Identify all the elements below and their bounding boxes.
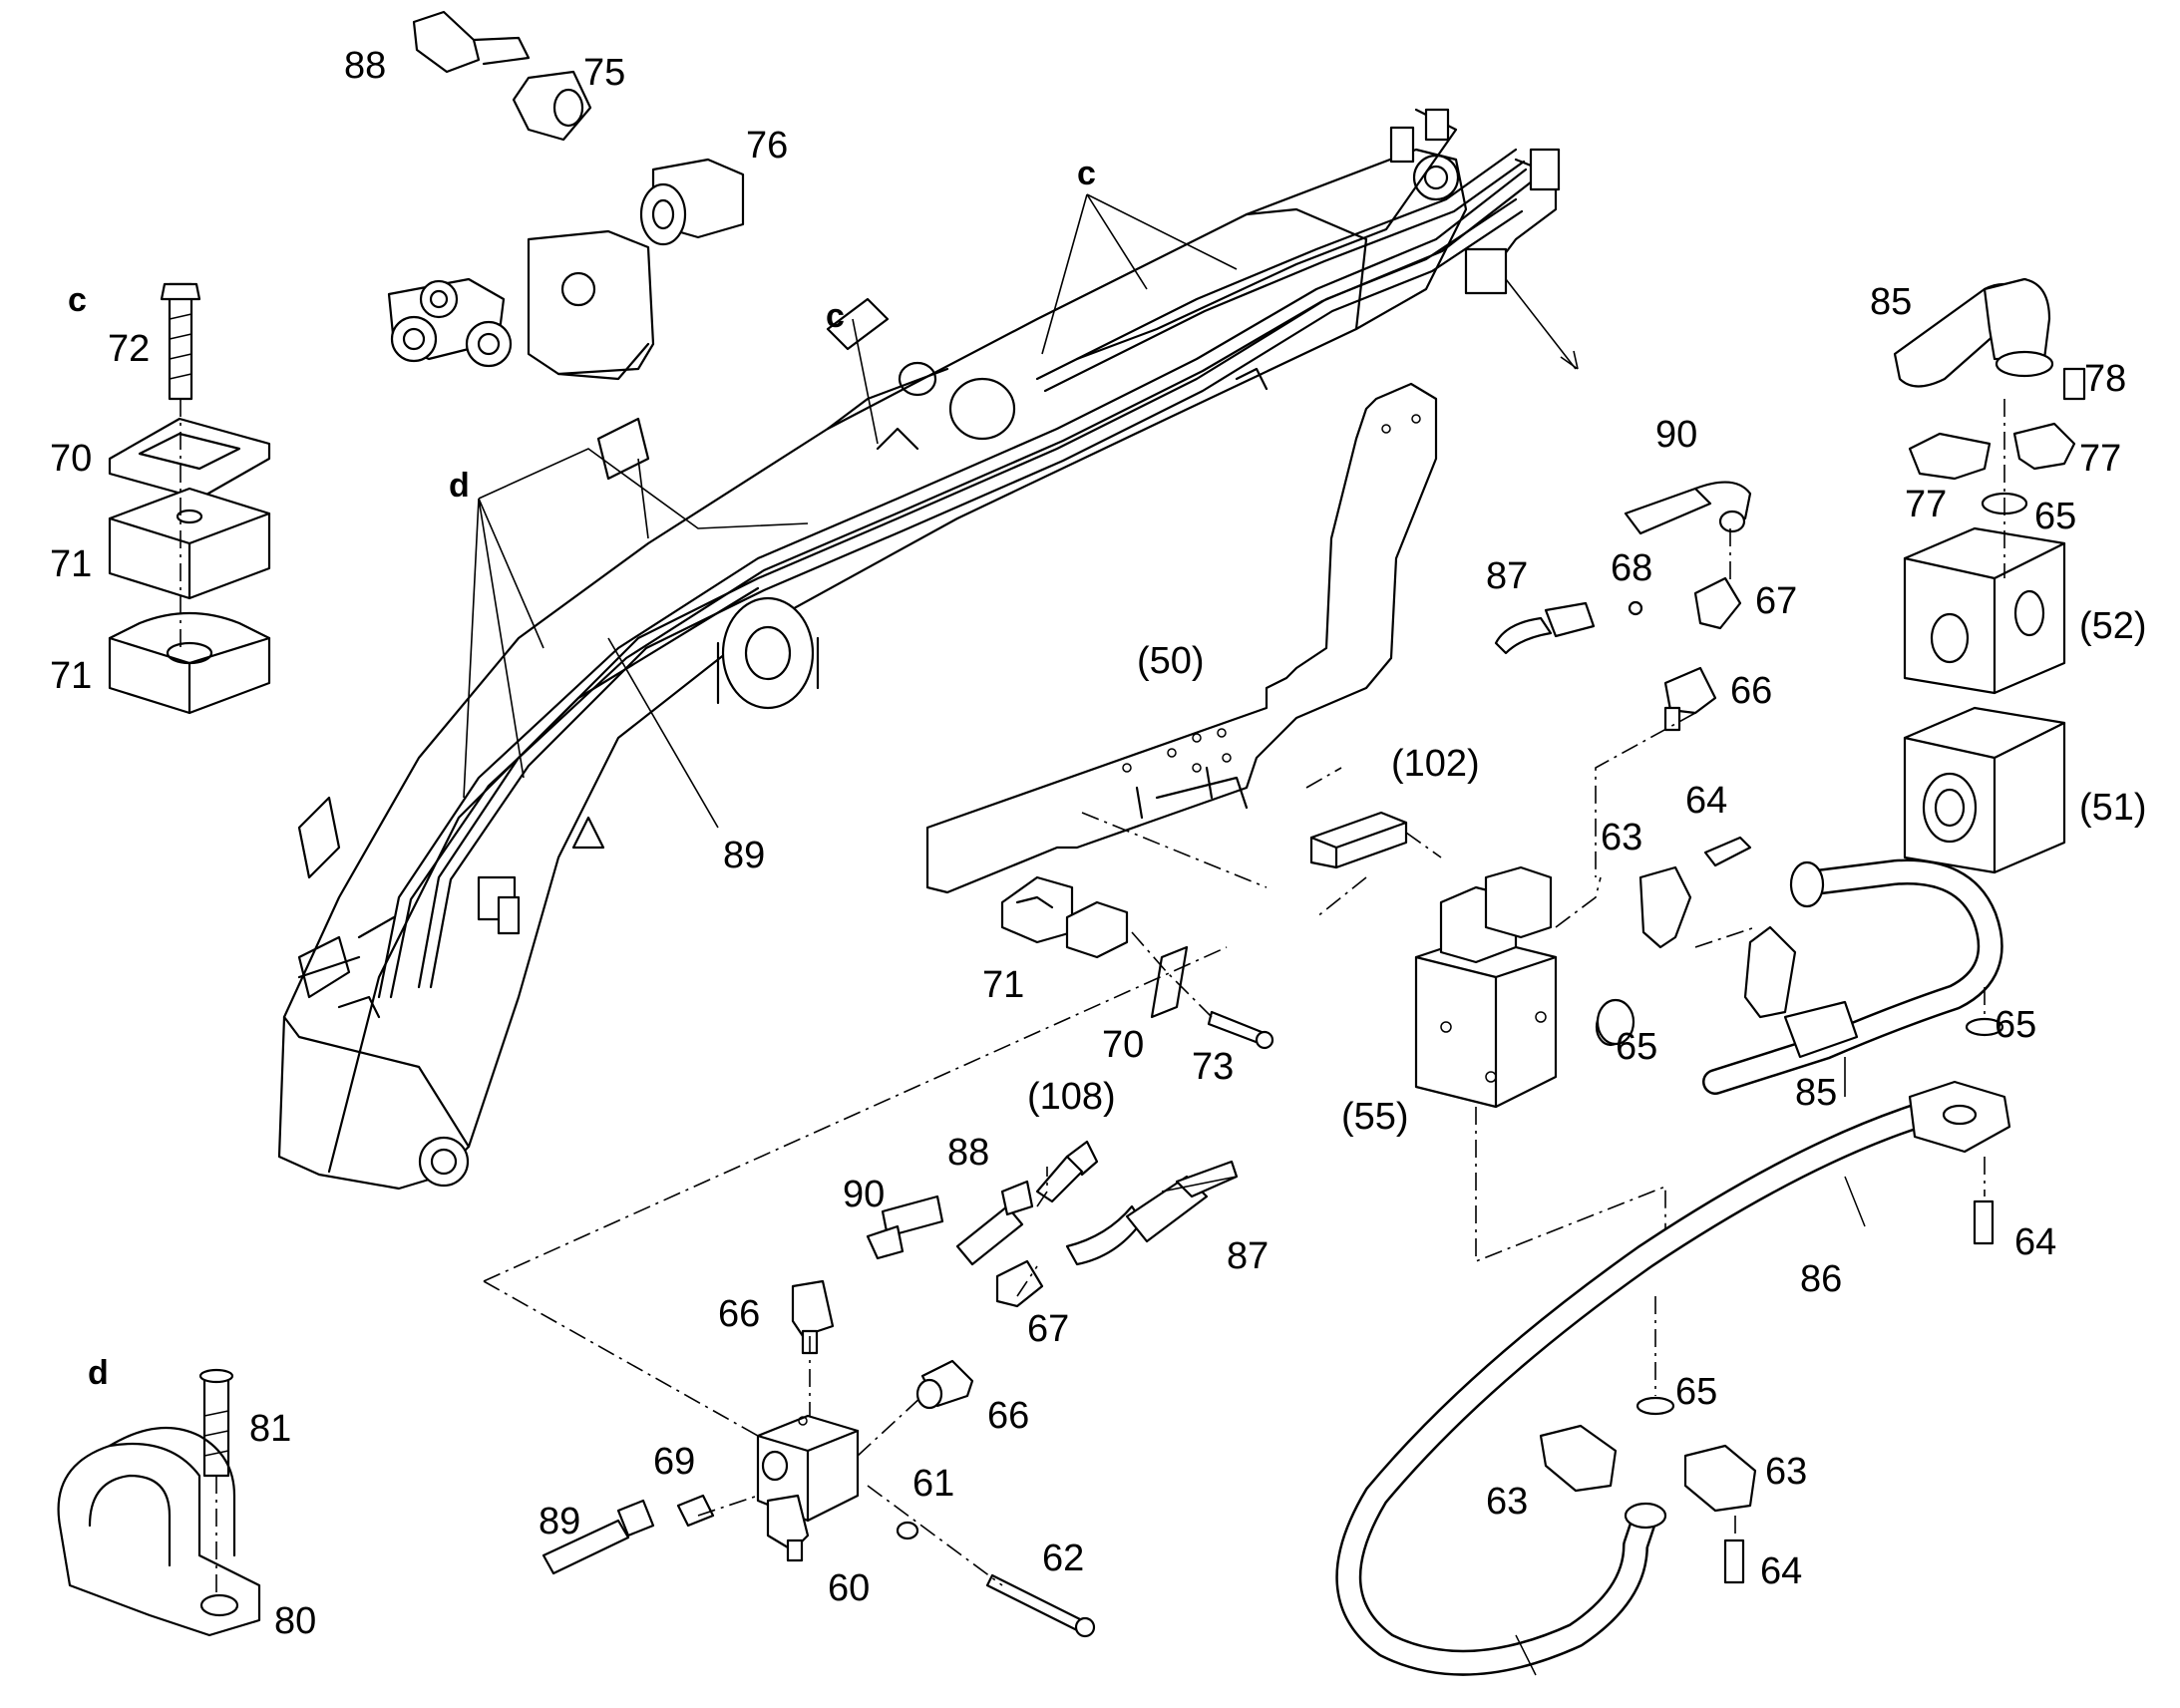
callout-60: 60 bbox=[828, 1567, 870, 1609]
callout-81: 81 bbox=[249, 1408, 291, 1450]
hose-86 bbox=[1335, 1080, 2011, 1676]
callout-90-bottom: 90 bbox=[843, 1174, 885, 1215]
callout-50: (50) bbox=[1137, 640, 1205, 682]
callout-labels: 88 75 76 c c c 72 70 71 71 d 89 85 78 77… bbox=[50, 45, 2147, 1642]
callout-89-boom: 89 bbox=[723, 835, 765, 876]
callout-64-mid: 64 bbox=[1685, 780, 1727, 822]
callout-67-bottom: 67 bbox=[1027, 1308, 1069, 1350]
flange-85-assembly bbox=[1596, 836, 2004, 1095]
callout-63-mid: 63 bbox=[1601, 817, 1642, 858]
callout-64-bottom: 64 bbox=[1760, 1550, 1802, 1592]
bracket-50 bbox=[925, 382, 1438, 894]
callout-76: 76 bbox=[746, 125, 788, 167]
callout-73: 73 bbox=[1192, 1046, 1234, 1088]
callout-c-mid: c bbox=[826, 297, 845, 335]
leader-lines bbox=[463, 193, 1846, 1193]
callout-89-bottom: 89 bbox=[539, 1501, 580, 1542]
callout-77-right: 77 bbox=[2079, 438, 2121, 480]
callout-65-top: 65 bbox=[2034, 496, 2076, 537]
plate-102 bbox=[1309, 811, 1442, 918]
callout-88-bottom: 88 bbox=[947, 1132, 989, 1174]
callout-88-top: 88 bbox=[344, 45, 386, 87]
callout-68: 68 bbox=[1611, 547, 1652, 589]
callout-85-top: 85 bbox=[1870, 281, 1912, 323]
callout-75: 75 bbox=[583, 52, 625, 94]
callout-52: (52) bbox=[2079, 605, 2147, 647]
callout-90-mid: 90 bbox=[1655, 414, 1697, 456]
callout-67-mid: 67 bbox=[1755, 580, 1797, 622]
clamp-center bbox=[1000, 875, 1274, 1050]
right-upper-assembly bbox=[1893, 277, 2086, 874]
callout-77-left: 77 bbox=[1905, 484, 1947, 525]
callout-65-right: 65 bbox=[1995, 1004, 2036, 1046]
callout-51: (51) bbox=[2079, 787, 2147, 829]
boom-arm bbox=[277, 108, 1561, 1191]
callout-61: 61 bbox=[912, 1463, 954, 1505]
callout-78: 78 bbox=[2084, 358, 2126, 400]
callout-72: 72 bbox=[108, 328, 150, 370]
callout-87-bottom: 87 bbox=[1227, 1235, 1269, 1277]
callout-c-top: c bbox=[1077, 155, 1096, 192]
callout-71-left-b: 71 bbox=[50, 655, 92, 697]
callout-70-center: 70 bbox=[1102, 1024, 1144, 1066]
callout-62: 62 bbox=[1042, 1537, 1084, 1579]
callout-c-left: c bbox=[68, 281, 87, 319]
callout-80: 80 bbox=[274, 1600, 316, 1642]
callout-65-block: 65 bbox=[1616, 1026, 1657, 1068]
callout-d-boom: d bbox=[449, 467, 470, 505]
callout-85-hose: 85 bbox=[1795, 1072, 1837, 1114]
callout-70-left: 70 bbox=[50, 438, 92, 480]
fittings-mid-right bbox=[1494, 481, 1752, 877]
callout-63-bottom-right: 63 bbox=[1765, 1451, 1807, 1493]
callout-71-left-a: 71 bbox=[50, 543, 92, 585]
callout-71-center: 71 bbox=[982, 964, 1024, 1006]
callout-69: 69 bbox=[653, 1441, 695, 1483]
fittings-top bbox=[387, 10, 745, 381]
callout-66-bottom-left: 66 bbox=[718, 1293, 760, 1335]
callout-86: 86 bbox=[1800, 1258, 1842, 1300]
clamp-assembly-c bbox=[108, 282, 271, 715]
clamp-d bbox=[57, 1368, 261, 1637]
callout-65-bottom: 65 bbox=[1675, 1371, 1717, 1413]
callout-66-mid: 66 bbox=[1730, 670, 1772, 712]
callout-64-right: 64 bbox=[2014, 1221, 2056, 1263]
valve-group-bottom bbox=[483, 946, 1239, 1638]
callout-108: (108) bbox=[1027, 1076, 1116, 1118]
callout-102: (102) bbox=[1391, 743, 1480, 785]
callout-66-bottom-right: 66 bbox=[987, 1395, 1029, 1437]
callout-d-clamp: d bbox=[88, 1354, 109, 1392]
callout-55: (55) bbox=[1341, 1096, 1409, 1138]
callout-87-mid: 87 bbox=[1486, 555, 1528, 597]
valve-block-55 bbox=[1414, 865, 1666, 1263]
callout-63-bottom-left: 63 bbox=[1486, 1481, 1528, 1523]
